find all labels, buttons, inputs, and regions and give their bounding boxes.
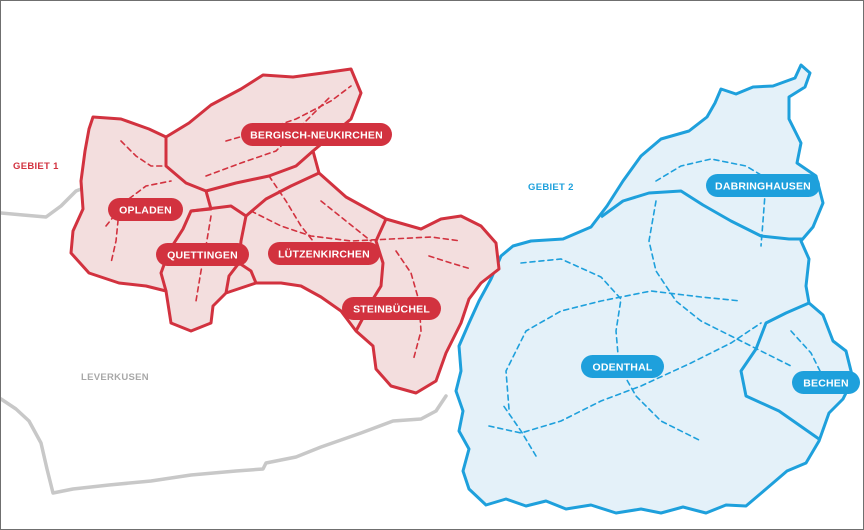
gebiet-2-outline — [454, 63, 855, 515]
district-label-opladen: OPLADEN — [119, 205, 172, 217]
district-label-luetzenkirchen: LÜTZENKIRCHEN — [278, 248, 370, 261]
border-dabringhausen — [600, 189, 803, 241]
district-label-quettingen: QUETTINGEN — [167, 250, 238, 262]
district-label-odenthal: ODENTHAL — [593, 362, 653, 374]
border-luetzenkirchen-south — [238, 261, 258, 284]
district-pill-opladen[interactable]: OPLADEN — [108, 198, 183, 221]
leverkusen-boundary-upper — [1, 184, 91, 219]
gebiet-2-district-borders — [600, 189, 820, 441]
gebiet-1-region — [69, 67, 501, 395]
border-luetzenkirchen-north — [245, 171, 320, 218]
district-pill-steinbuechel[interactable]: STEINBÜCHEL — [342, 297, 441, 320]
district-pill-odenthal[interactable]: ODENTHAL — [581, 355, 664, 378]
leverkusen-boundary — [1, 184, 448, 495]
district-pill-bergisch-neukirchen[interactable]: BERGISCH-NEUKIRCHEN — [241, 123, 392, 146]
district-pill-quettingen[interactable]: QUETTINGEN — [156, 243, 249, 266]
leverkusen-label: LEVERKUSEN — [81, 372, 149, 383]
district-label-steinbuechel: STEINBÜCHEL — [353, 303, 430, 316]
district-pill-dabringhausen[interactable]: DABRINGHAUSEN — [706, 174, 820, 197]
gebiet-2-region — [454, 63, 855, 515]
district-label-dabringhausen: DABRINGHAUSEN — [715, 181, 811, 193]
gebiet-2-label: GEBIET 2 — [528, 182, 574, 193]
district-label-bechen: BECHEN — [803, 378, 849, 390]
leverkusen-boundary-lower — [1, 394, 448, 495]
district-pill-bechen[interactable]: BECHEN — [792, 371, 860, 394]
border-quettingen — [190, 204, 248, 294]
gebiet-1-outline — [69, 67, 501, 395]
district-label-bergisch-neukirchen: BERGISCH-NEUKIRCHEN — [250, 130, 383, 142]
border-bechen — [739, 301, 820, 441]
district-pill-luetzenkirchen[interactable]: LÜTZENKIRCHEN — [268, 242, 380, 265]
gebiet-1-label: GEBIET 1 — [13, 161, 59, 172]
